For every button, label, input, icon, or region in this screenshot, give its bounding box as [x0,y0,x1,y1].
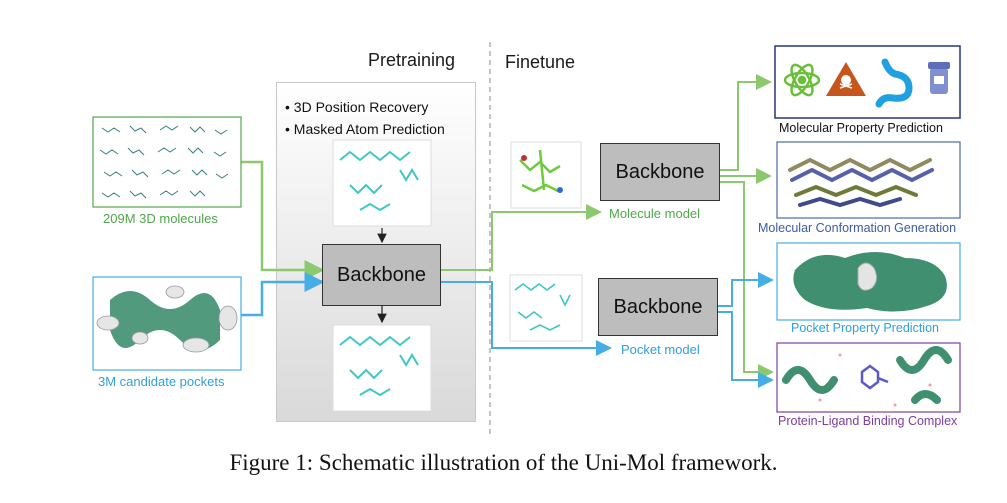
molecule-model-label: Molecule model [609,206,701,221]
to-property-arrow [720,74,772,171]
finetune-heading: Finetune [505,52,576,72]
pocket-to-binding-arrow [718,311,774,388]
molecule-model-arrow [441,204,602,271]
medicine-bottle-icon [928,62,950,94]
binding-task-label: Protein-Ligand Binding Complex [778,414,958,428]
pretrain-output-molecule [332,324,432,412]
molecules-dataset-label: 209M 3D molecules [103,211,218,226]
task-position-recovery: • 3D Position Recovery [285,99,429,115]
pretrain-backbone: Backbone [322,244,441,306]
pretraining-task-list: • 3D Position Recovery • Masked Atom Pre… [285,96,445,140]
pretraining-heading: Pretraining [368,50,456,70]
mol-to-binding-arrow [720,181,774,380]
conformation-task-label: Molecular Conformation Generation [758,221,957,235]
pockets-dataset-label: 3M candidate pockets [98,374,225,389]
pocket-model-arrow [441,281,612,356]
molecule-data-arrow [241,160,325,280]
binding-complex-panel [776,342,961,413]
to-pocket-property-arrow [718,272,774,307]
pretrain-input-molecule [332,139,432,227]
finetune-molecule-thumb [510,141,582,209]
figure-caption: Figure 1: Schematic illustration of the … [229,450,778,475]
molecules-collage [92,116,242,208]
pocket-property-task-label: Pocket Property Prediction [791,321,939,335]
atom-icon [783,63,821,97]
finetune-pocket-thumb [509,274,583,342]
property-task-label: Molecular Property Prediction [779,121,943,135]
pocket-surface-panel [776,242,961,321]
task-masked-atom: • Masked Atom Prediction [285,121,445,137]
pocket-backbone: Backbone [598,278,718,336]
pocket-model-label: Pocket model [621,342,700,357]
toxicity-icon [826,62,866,96]
property-icons-panel [774,45,961,119]
stomach-icon [875,58,913,108]
conformation-panel [776,141,961,219]
pocket-data-arrow [241,272,325,317]
pockets-collage [92,276,242,371]
molecule-backbone: Backbone [600,143,720,201]
